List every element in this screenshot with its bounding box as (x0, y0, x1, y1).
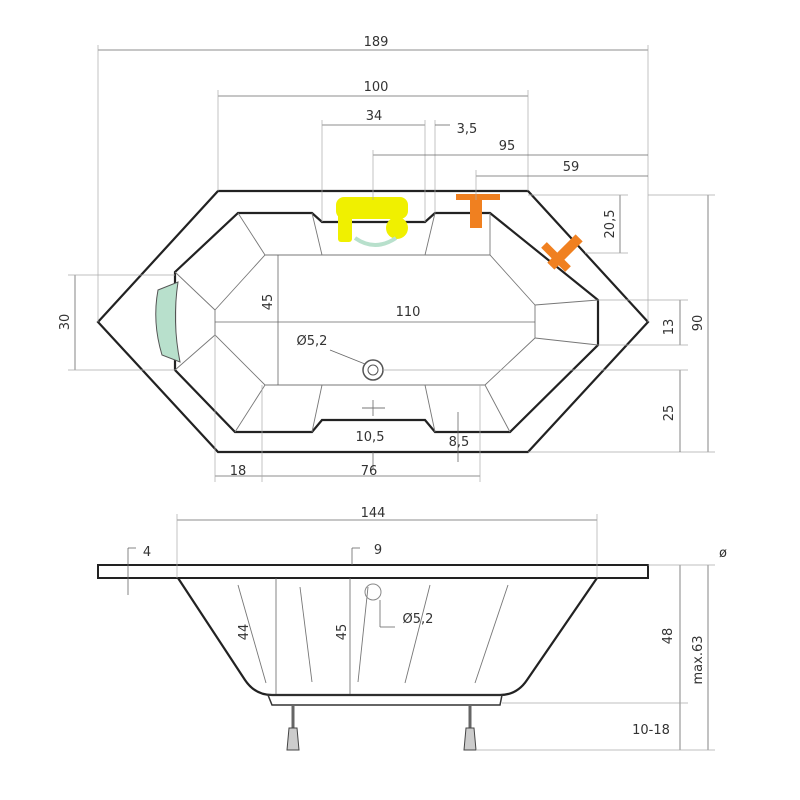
dim-76: 76 (361, 464, 378, 479)
headrest (155, 281, 181, 363)
side-dimension-lines (127, 514, 715, 751)
dim-10-5: 10,5 (356, 430, 385, 445)
dim-18: 18 (230, 464, 247, 479)
dim-height-48: 48 (661, 628, 676, 645)
diameter-symbol: ø (719, 546, 727, 561)
dim-depth-45: 45 (335, 624, 350, 641)
foot-left (286, 705, 300, 751)
dim-length-144: 144 (361, 506, 386, 521)
dim-rim-4: 4 (143, 545, 151, 560)
dim-faucet-59: 59 (563, 160, 580, 175)
dim-faucet-95: 95 (499, 139, 516, 154)
tub-base (266, 694, 503, 706)
dim-13: 13 (662, 319, 677, 336)
dim-overall-width: 90 (691, 315, 706, 332)
dim-overall-length: 189 (364, 35, 389, 50)
dim-overflow-diameter: Ø5,2 (403, 612, 434, 627)
dim-faucet-height: 20,5 (603, 210, 618, 239)
dim-tap-offset: 3,5 (457, 122, 478, 137)
dim-8-5: 8,5 (449, 435, 470, 450)
drain-icon (362, 359, 384, 381)
dim-max-height: max.63 (691, 636, 706, 685)
overflow-icon (364, 583, 382, 601)
dim-top-edge: 100 (364, 80, 389, 95)
tub-rim (97, 564, 649, 579)
body-lines (237, 584, 509, 684)
dim-floor-width: 45 (261, 294, 276, 311)
dimension-lines (68, 45, 715, 482)
dim-floor-length: 110 (396, 305, 421, 320)
faucet-icon (456, 194, 583, 272)
dim-depth-44: 44 (237, 624, 252, 641)
dim-end-width: 30 (58, 314, 73, 331)
dim-tap-width: 34 (366, 109, 383, 124)
dim-feet-range: 10-18 (632, 723, 670, 738)
dim-9: 9 (374, 543, 382, 558)
top-view: 189 100 34 3,5 95 59 20,5 90 13 25 30 45… (58, 35, 715, 482)
basin-facets (174, 212, 599, 433)
tap-set-icon (336, 197, 408, 247)
foot-right (463, 705, 477, 751)
dim-drain-diameter: Ø5,2 (297, 334, 328, 349)
dim-25: 25 (662, 405, 677, 422)
side-view: 144 4 9 44 45 Ø5,2 48 max.63 10-18 ø (97, 506, 727, 751)
